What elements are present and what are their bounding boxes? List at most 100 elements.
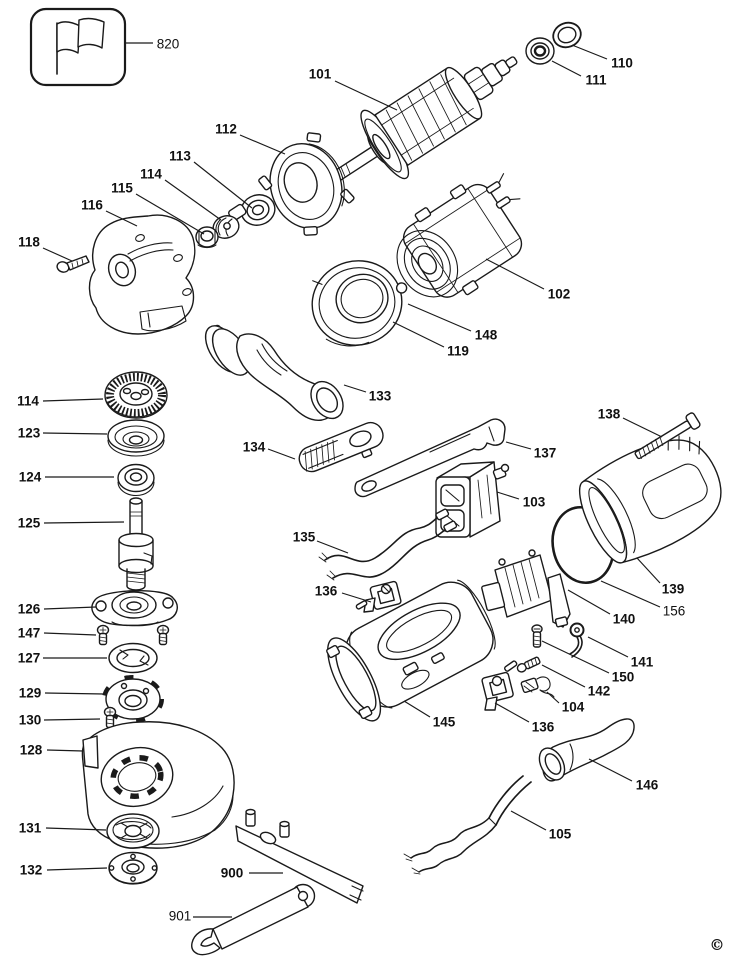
lever-137-illustration (354, 418, 506, 498)
leader-line-146 (588, 758, 633, 782)
part-label-113: 113 (169, 149, 191, 164)
wires-135-illustration (318, 508, 458, 581)
leader-line-156 (600, 580, 661, 608)
retainer-plate-112-illustration (258, 132, 355, 236)
pinion-114-illustration (212, 203, 247, 239)
screw-142-illustration (516, 656, 541, 673)
part-label-135: 135 (293, 530, 316, 545)
gear-114-illustration (104, 371, 168, 419)
leader-line-136b (494, 702, 530, 723)
slider-134-illustration (298, 421, 384, 473)
part-label-127: 127 (18, 651, 41, 666)
leader-line-102 (485, 258, 545, 290)
washer-127-illustration (108, 642, 158, 674)
part-label-102: 102 (548, 287, 571, 302)
part-label-134: 134 (243, 440, 266, 455)
leader-line-105 (510, 810, 547, 831)
leader-line-141 (587, 636, 629, 658)
leader-line-110 (571, 44, 608, 60)
wrench-901-illustration (191, 883, 316, 956)
leader-line-131 (45, 827, 107, 831)
part-label-901: 901 (169, 909, 192, 924)
leader-line-138 (622, 417, 663, 438)
part-label-115: 115 (111, 181, 133, 196)
part-label-140: 140 (613, 612, 636, 627)
part-label-123: 123 (18, 426, 41, 441)
brush-holder-136a-illustration (355, 580, 402, 613)
screw-150-illustration (531, 624, 543, 648)
grip-146-illustration (538, 718, 635, 782)
part-label-145: 145 (433, 715, 456, 730)
leader-line-125 (43, 521, 125, 524)
baffle-119-illustration (311, 260, 408, 347)
part-label-124: 124 (19, 470, 42, 485)
part-label-126: 126 (18, 602, 41, 617)
screws-147-illustration (96, 624, 170, 646)
part-label-112: 112 (215, 122, 237, 137)
leader-line-135 (316, 540, 349, 554)
part-label-125: 125 (18, 516, 41, 531)
leader-line-140 (567, 589, 611, 615)
outer-flange-132-illustration (108, 851, 158, 885)
part-label-142: 142 (588, 684, 611, 699)
bearing-113-illustration (240, 194, 276, 226)
leader-line-104 (546, 691, 560, 704)
leader-line-103 (496, 491, 520, 500)
clip-141-illustration (569, 622, 585, 658)
part-label-111: 111 (585, 73, 607, 88)
part-label-130: 130 (19, 713, 42, 728)
part-label-148: 148 (475, 328, 498, 343)
part-label-131: 131 (19, 821, 42, 836)
leader-line-114b (42, 398, 104, 402)
part-label-132: 132 (20, 863, 43, 878)
screw-118-illustration (56, 255, 90, 273)
part-label-129: 129 (19, 686, 42, 701)
screw-130-illustration (103, 706, 117, 729)
leader-line-148 (407, 303, 472, 332)
leader-line-126 (43, 606, 97, 610)
part-label-128: 128 (20, 743, 43, 758)
part-label-147: 147 (18, 626, 41, 641)
leader-line-118 (42, 247, 73, 262)
part-label-141: 141 (631, 655, 654, 670)
inner-flange-131-illustration (106, 813, 160, 849)
screw-138-illustration (634, 412, 701, 460)
part-label-150: 150 (612, 670, 635, 685)
leader-line-128 (46, 749, 84, 752)
gearcase-116-illustration (88, 214, 196, 335)
part-label-900: 900 (221, 866, 244, 881)
leader-line-113 (193, 161, 253, 209)
part-label-138: 138 (598, 407, 621, 422)
part-label-820: 820 (157, 37, 180, 52)
washer-123-illustration (107, 419, 165, 457)
leader-line-147 (43, 632, 97, 636)
bracket-140-illustration (481, 549, 571, 628)
copyright-symbol: © (710, 936, 725, 954)
leader-line-145 (403, 700, 431, 718)
part-label-114b: 114 (17, 394, 39, 409)
leader-line-139 (636, 557, 661, 584)
leader-line-132 (46, 867, 108, 871)
brush-holder-136b-illustration (481, 660, 518, 711)
leader-line-130 (43, 718, 101, 721)
part-label-103: 103 (523, 495, 546, 510)
leader-line-134 (267, 448, 296, 460)
leader-line-111 (551, 60, 582, 77)
flange-126-illustration (91, 590, 178, 627)
part-label-133: 133 (369, 389, 392, 404)
leader-line-115 (135, 193, 205, 235)
brush-104-illustration (520, 676, 555, 698)
part-label-146: 146 (636, 778, 659, 793)
armature-illustration (328, 56, 518, 185)
spanner-900-illustration (235, 808, 364, 904)
bearing-124-illustration (117, 463, 155, 497)
ring-110-illustration (552, 21, 582, 49)
leader-line-119 (392, 321, 445, 348)
rear-cover-139-illustration (578, 435, 722, 564)
leader-line-136a (341, 592, 372, 603)
part-label-136a: 136 (315, 584, 338, 599)
callouts-layer: 8201011101111121131141151161181021481191… (17, 37, 685, 924)
part-label-119: 119 (447, 344, 469, 359)
